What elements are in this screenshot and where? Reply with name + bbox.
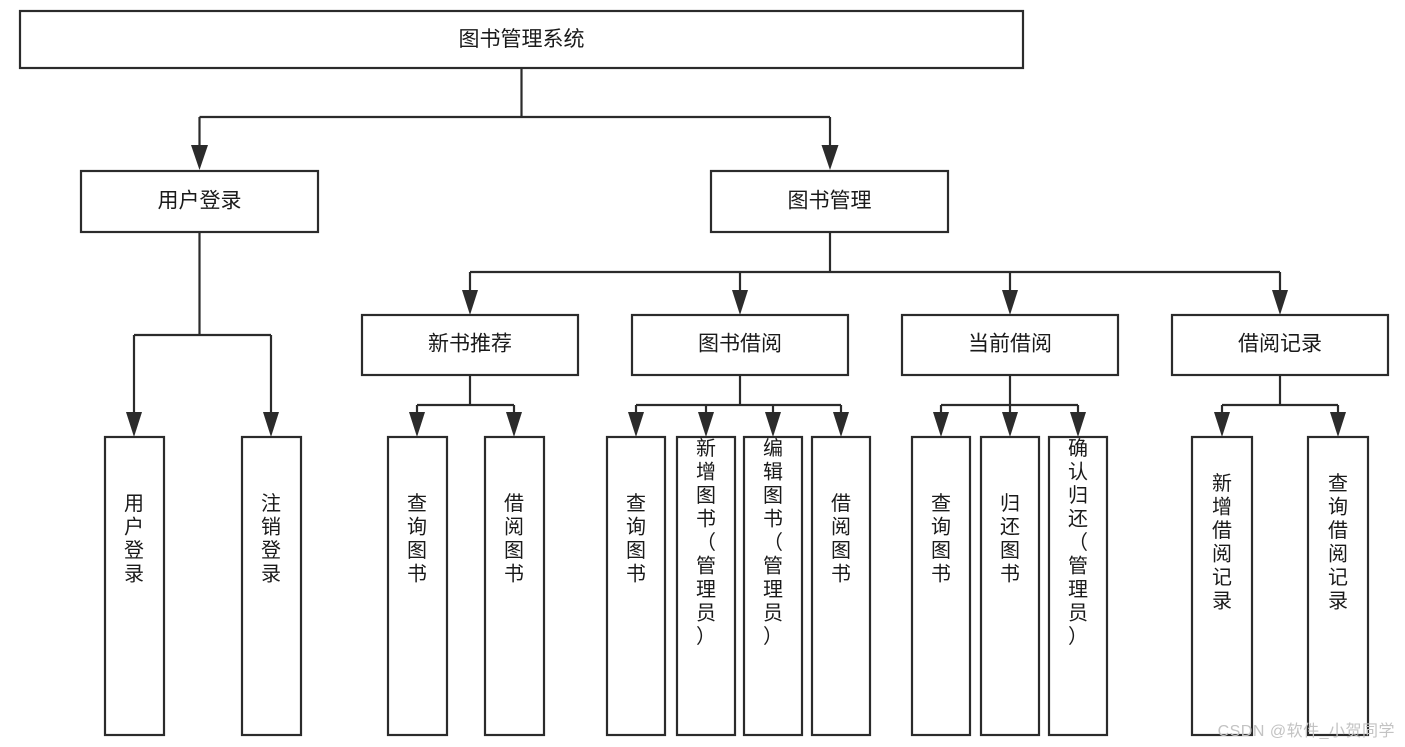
leaf-box-return-book[interactable] (979, 435, 1041, 737)
arrow-root-to-book-mgmt (821, 145, 839, 170)
leaf-node-query-book-borrow[interactable]: 查询图书 (605, 435, 667, 737)
leaf-label-logout: 注销登录 (261, 492, 281, 586)
leaf-box-add-book-admin[interactable] (675, 435, 737, 737)
arrow-book-mgmt-to-borrow (732, 290, 748, 315)
leaf-node-user-login[interactable]: 用户登录 (103, 435, 166, 737)
node-user-login[interactable]: 用户登录 (79, 169, 320, 234)
node-box-root[interactable] (18, 9, 1025, 70)
node-box-borrow-records[interactable] (1170, 313, 1390, 377)
arrow-current-leaf3 (1070, 412, 1086, 437)
leaf-box-borrow-book-recommend[interactable] (483, 435, 546, 737)
leaf-box-query-book-borrow[interactable] (605, 435, 667, 737)
leaf-node-query-book-recommend[interactable]: 查询图书 (386, 435, 449, 737)
node-book-borrow[interactable]: 图书借阅 (630, 313, 850, 377)
node-box-book-management[interactable] (709, 169, 950, 234)
arrow-borrow-leaf3 (765, 412, 781, 437)
leaf-box-user-login[interactable] (103, 435, 166, 737)
arrow-records-leaf2 (1330, 412, 1346, 437)
arrow-current-leaf2 (1002, 412, 1018, 437)
leaf-box-query-book-recommend[interactable] (386, 435, 449, 737)
leaf-node-edit-book-admin[interactable]: 编辑图书（管理员） (742, 435, 804, 737)
node-root-system[interactable]: 图书管理系统 (18, 9, 1025, 70)
leaf-node-borrow-book-recommend[interactable]: 借阅图书 (483, 435, 546, 737)
leaf-box-query-borrow-record[interactable] (1306, 435, 1370, 737)
node-box-current-borrow[interactable] (900, 313, 1120, 377)
csdn-watermark: CSDN @软件_小贺同学 (1217, 723, 1395, 740)
leaf-label-borrow-book-borrow: 借阅图书 (831, 492, 851, 586)
arrow-book-mgmt-to-new-books (462, 290, 478, 315)
arrow-borrow-leaf2 (698, 412, 714, 437)
leaf-node-add-book-admin[interactable]: 新增图书（管理员） (675, 435, 737, 737)
leaf-label-add-borrow-record: 新增借阅记录 (1212, 472, 1232, 613)
arrow-records-leaf1 (1214, 412, 1230, 437)
arrow-book-mgmt-to-current (1002, 290, 1018, 315)
leaf-label-query-book-recommend: 查询图书 (407, 492, 427, 586)
node-box-user-login[interactable] (79, 169, 320, 234)
node-label-borrow-records: 借阅记录 (1238, 333, 1322, 356)
arrow-user-login-leaf2 (263, 412, 279, 437)
arrow-book-mgmt-to-records (1272, 290, 1288, 315)
leaf-label-user-login: 用户登录 (124, 493, 144, 586)
leaf-box-edit-book-admin[interactable] (742, 435, 804, 737)
node-book-management[interactable]: 图书管理 (709, 169, 950, 234)
leaf-label-add-book-admin: 新增图书（管理员） (696, 437, 716, 648)
node-label-new-book-recommend: 新书推荐 (428, 333, 512, 356)
leaf-label-query-borrow-record: 查询借阅记录 (1328, 472, 1348, 613)
leaf-label-return-book: 归还图书 (1000, 492, 1020, 586)
node-box-book-borrow[interactable] (630, 313, 850, 377)
leaf-node-confirm-return-admin[interactable]: 确认归还（管理员） (1047, 435, 1109, 737)
leaf-label-edit-book-admin: 编辑图书（管理员） (763, 437, 783, 648)
arrow-root-to-user-login (191, 145, 208, 170)
leaf-label-query-book-borrow: 查询图书 (626, 492, 646, 586)
leaf-box-logout[interactable] (240, 435, 303, 737)
node-borrow-records[interactable]: 借阅记录 (1170, 313, 1390, 377)
leaf-node-borrow-book-borrow[interactable]: 借阅图书 (810, 435, 872, 737)
node-label-root: 图书管理系统 (459, 28, 585, 51)
leaf-box-borrow-book-borrow[interactable] (810, 435, 872, 737)
leaf-box-add-borrow-record[interactable] (1190, 435, 1254, 737)
node-label-current-borrow: 当前借阅 (968, 333, 1052, 356)
arrow-current-leaf1 (933, 412, 949, 437)
node-current-borrow[interactable]: 当前借阅 (900, 313, 1120, 377)
leaf-node-query-borrow-record[interactable]: 查询借阅记录 (1306, 435, 1370, 737)
node-new-book-recommend[interactable]: 新书推荐 (360, 313, 580, 377)
node-label-book-borrow: 图书借阅 (698, 333, 782, 356)
node-label-book-management: 图书管理 (788, 190, 872, 213)
arrow-user-login-leaf1 (126, 412, 142, 437)
leaf-label-query-book-current: 查询图书 (931, 492, 951, 586)
leaf-label-confirm-return-admin: 确认归还（管理员） (1068, 437, 1088, 648)
arrow-borrow-leaf1 (628, 412, 644, 437)
leaf-box-confirm-return-admin[interactable] (1047, 435, 1109, 737)
arrow-new-books-leaf1 (409, 412, 425, 437)
leaf-node-return-book[interactable]: 归还图书 (979, 435, 1041, 737)
connector-layer (126, 68, 1346, 437)
node-box-new-book-recommend[interactable] (360, 313, 580, 377)
leaf-node-add-borrow-record[interactable]: 新增借阅记录 (1190, 435, 1254, 737)
arrow-borrow-leaf4 (833, 412, 849, 437)
arrow-new-books-leaf2 (506, 412, 522, 437)
node-label-user-login: 用户登录 (158, 190, 242, 213)
leaf-box-query-book-current[interactable] (910, 435, 972, 737)
leaf-node-logout[interactable]: 注销登录 (240, 435, 303, 737)
leaf-label-borrow-book-recommend: 借阅图书 (504, 492, 524, 586)
leaf-node-query-book-current[interactable]: 查询图书 (910, 435, 972, 737)
